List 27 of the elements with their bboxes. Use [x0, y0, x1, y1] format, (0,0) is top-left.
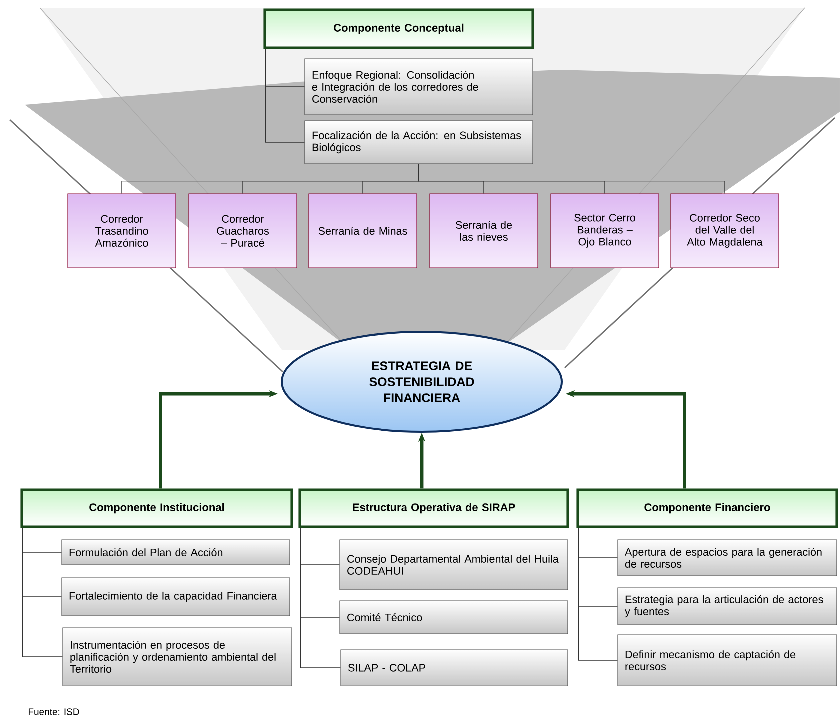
item-box: Apertura de espacios para la generación de recursos [618, 540, 838, 576]
connector-line [418, 164, 726, 194]
component-header: Componente Institucional [20, 488, 294, 528]
item-box: Estrategia para la articulación de actores y fuentes [618, 588, 838, 626]
item-box: Focalización de la Acción: en Subsistemas Biológicos [304, 120, 534, 164]
item-box: Comité Técnico [340, 600, 568, 634]
connector-line [578, 528, 618, 661]
source-note: Fuente: ISD [29, 708, 80, 716]
corridor-box: Serranía de las nieves [430, 194, 538, 268]
item-box: Definir mecanismo de captación de recursos [618, 634, 838, 686]
corridor-box: Sector Cerro Banderas – Ojo Blanco [550, 194, 660, 268]
item-box: Formulación del Plan de Acción [62, 540, 290, 566]
component-header: Componente Conceptual [264, 8, 534, 50]
corridor-box: Serranía de Minas [308, 194, 418, 268]
item-box: Enfoque Regional: Consolidación e Integración de los corredores de Conservación [304, 58, 534, 116]
item-box: Consejo Departamental Ambiental del Huila CODEAHUI [340, 540, 568, 590]
item-box: SILAP - COLAP [340, 650, 568, 686]
component-header: Componente Financiero [576, 488, 838, 528]
connector-line [22, 528, 64, 658]
corridor-box: Corredor Trasandino Amazónico [68, 194, 176, 268]
corridor-box: Corredor Seco del Valle del Alto Magdalena [670, 194, 780, 268]
item-box: Fortalecimiento de la capacidad Financiera [62, 578, 290, 616]
connector-line [300, 528, 342, 668]
connector-line [265, 48, 306, 143]
item-box: Instrumentación en procesos de planificación y ordenamiento ambiental del Territorio [62, 628, 292, 686]
component-header: Estructura Operativa de SIRAP [298, 488, 570, 528]
corridor-box: Corredor Guacharos – Puracé [188, 194, 298, 268]
